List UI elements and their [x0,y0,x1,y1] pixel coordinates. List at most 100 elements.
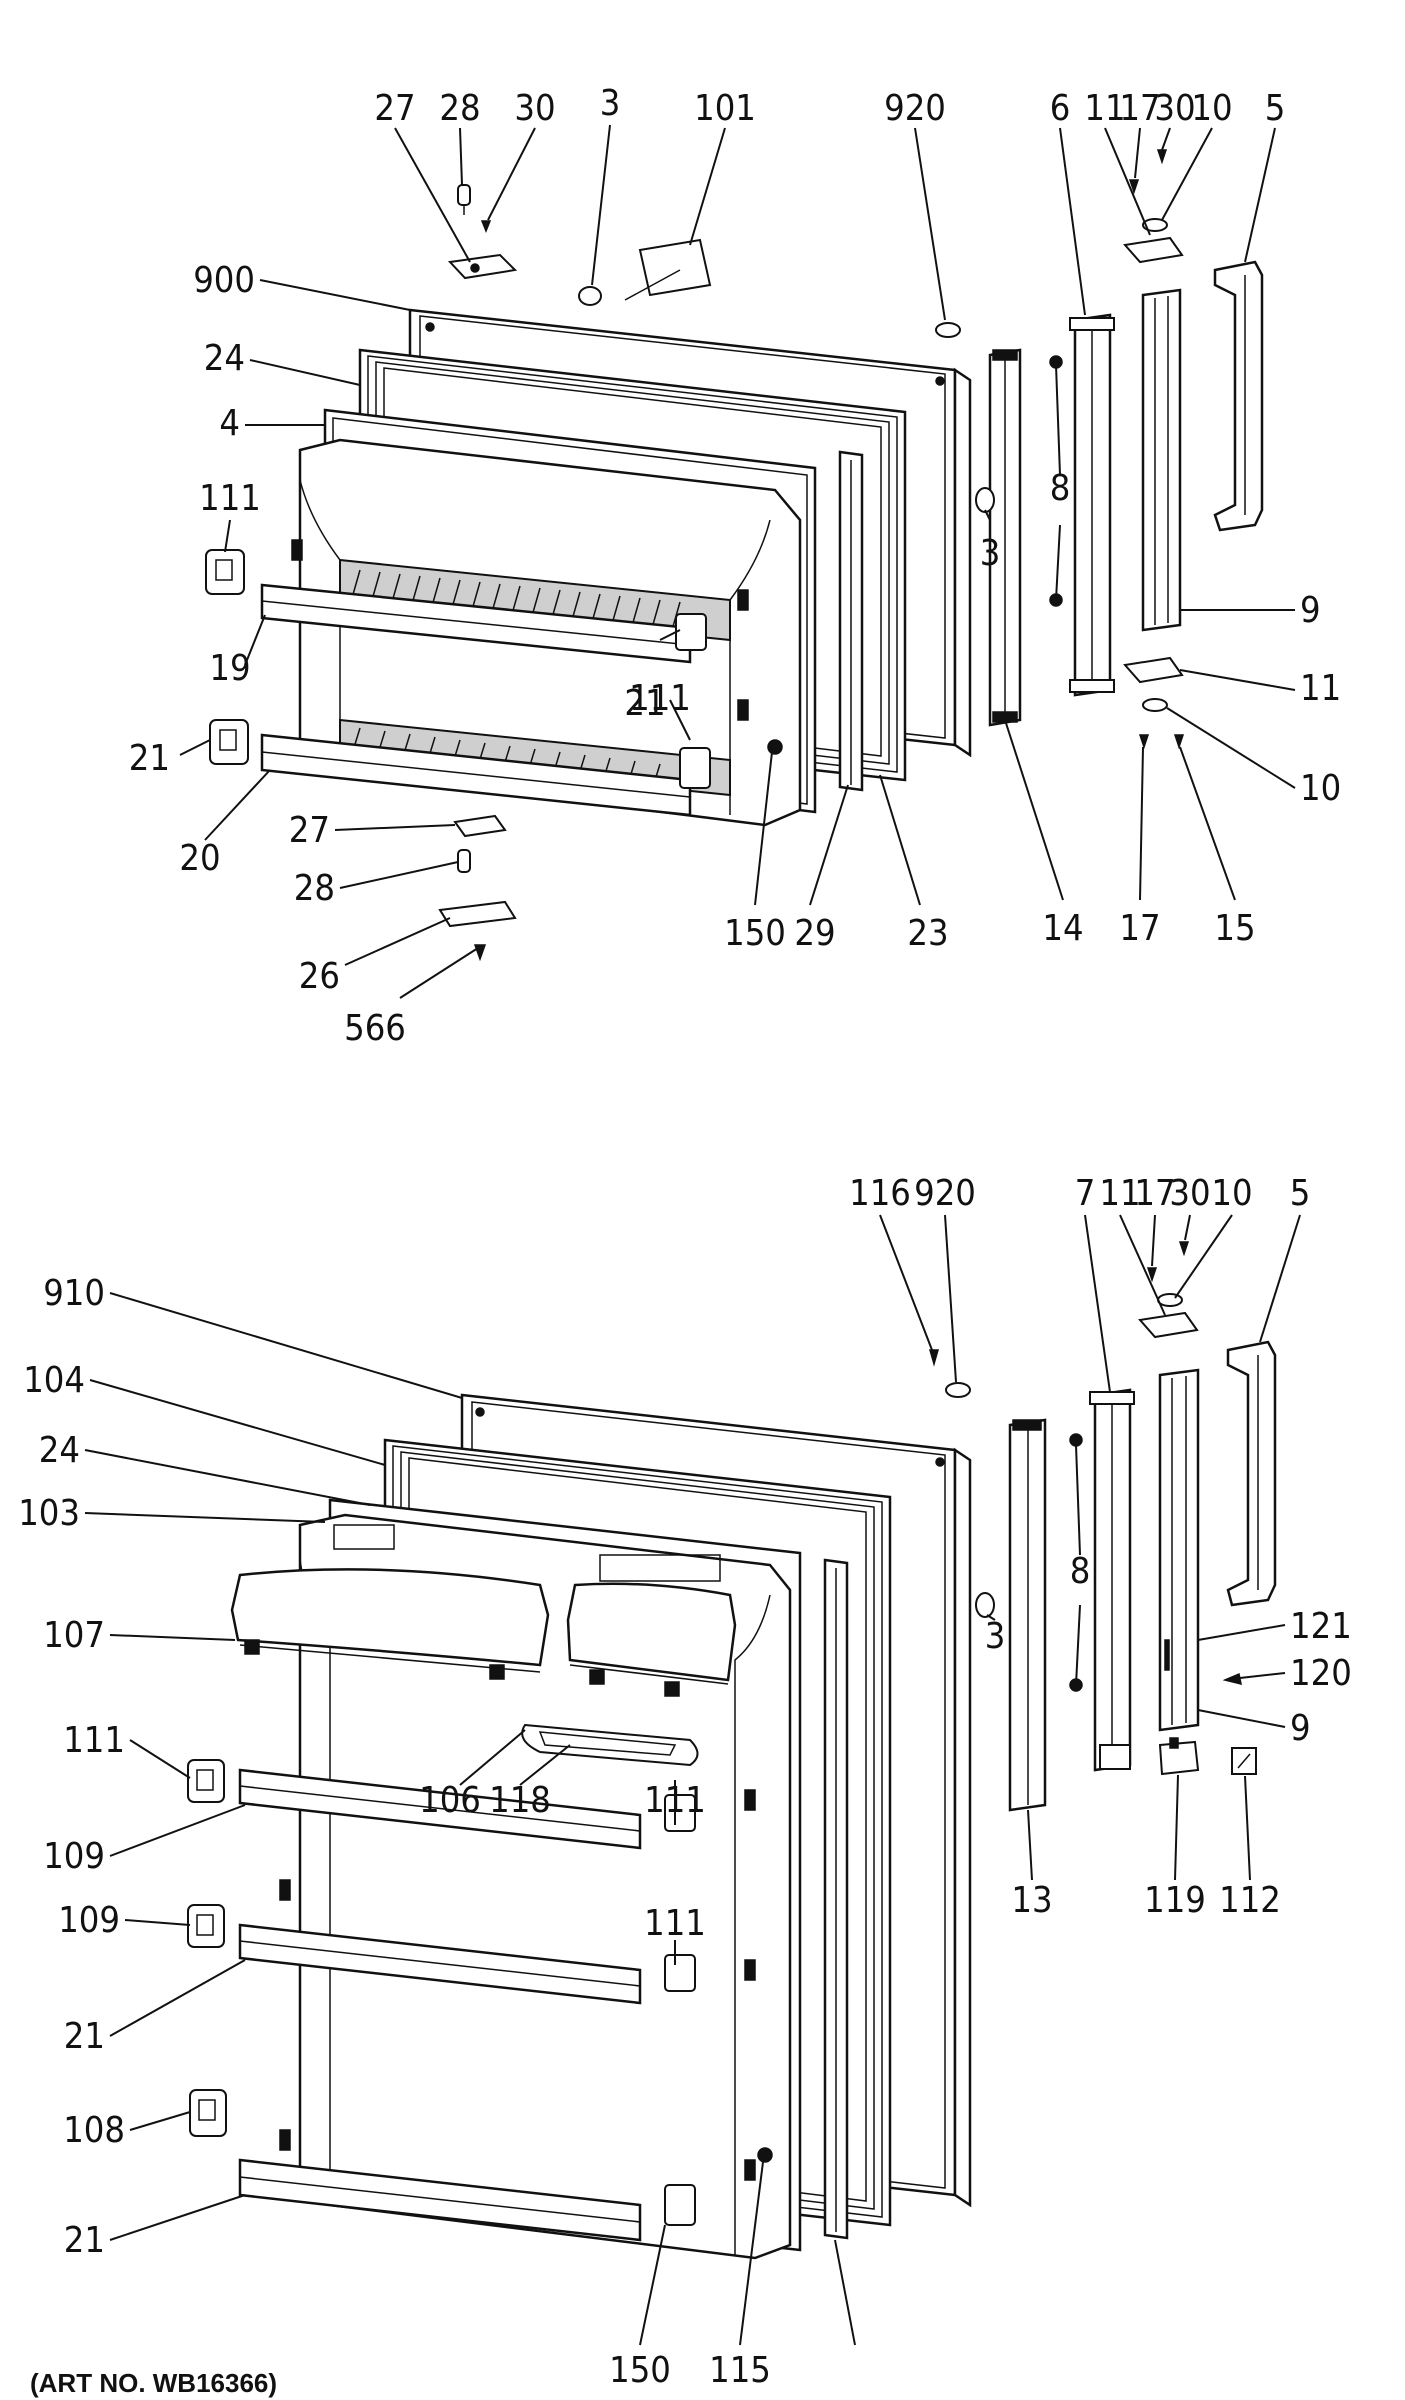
callout-label: 111 [644,1780,706,1821]
callout-label: 118 [489,1780,551,1821]
callout-label: 9 [1290,1708,1311,1749]
callout-label: 21 [64,2220,105,2261]
bracket-111-b [187,1904,225,1948]
callout-label: 7 [1075,1173,1096,1214]
callout-label: 109 [43,1836,105,1877]
cap-11-bottom [1123,656,1184,684]
bracket-111-a [187,1759,225,1803]
cover-13 [1008,1418,1047,1812]
trim-9 [1141,288,1182,632]
callout-label: 120 [1290,1653,1352,1694]
callout-label: 27 [374,88,415,129]
callout-label: 10 [1211,1173,1252,1214]
art-number: (ART NO. WB16366) [30,2368,277,2398]
breaker-strip-29 [838,450,864,792]
plug-920 [935,322,961,338]
plug-3-bottom [975,1592,995,1618]
inner-liner-103 [230,1498,802,2260]
callout-label: 17 [1134,1173,1175,1214]
callout-label: 14 [1042,908,1083,949]
callout-label: 29 [794,913,835,954]
callout-label: 4 [219,403,240,444]
callout-label: 6 [1050,88,1071,129]
washer-10-top [1142,218,1168,232]
callout-label: 30 [514,88,555,129]
callout-label: 104 [23,1360,85,1401]
hinge-pin-28 [457,184,471,215]
inner-liner-4 [260,408,817,827]
screw-150 [767,739,783,755]
hinge-27-top [447,253,518,280]
callout-label: 27 [289,810,330,851]
callout-label: 8 [1070,1551,1091,1592]
freezer-door-assembly [205,149,1264,962]
callout-label: 17 [1119,908,1160,949]
callout-label: 101 [694,88,756,129]
callout-label: 3 [980,533,1001,574]
callout-label: 21 [129,738,170,779]
callout-label: 115 [709,2350,771,2391]
callout-label: 9 [1300,590,1321,631]
callout-label: 900 [193,260,255,301]
callout-label: 103 [18,1493,80,1534]
callout-label: 112 [1219,1880,1281,1921]
callout-label: 111 [629,678,691,719]
callout-label: 10 [1300,768,1341,809]
callout-label: 566 [344,1008,406,1049]
callout-label: 19 [209,648,250,689]
callout-label: 23 [907,913,948,954]
cap-11-bottom-door [1138,1311,1199,1339]
handle-5 [1213,260,1264,532]
freezer-leader-lines [179,124,1296,999]
cover-14 [988,348,1022,727]
callout-label: 24 [39,1430,80,1471]
callout-label: 21 [64,2016,105,2057]
callout-label: 108 [63,2110,125,2151]
bracket-111-left [205,549,245,595]
callout-label: 30 [1169,1173,1210,1214]
bracket-21-left [209,719,249,765]
callout-label: 119 [1144,1880,1206,1921]
callout-label: 11 [1084,88,1125,129]
callout-label: 13 [1011,1880,1052,1921]
callout-label: 910 [43,1273,105,1314]
screw-30-top [480,220,492,234]
callout-label: 106 [419,1780,481,1821]
callout-label: 15 [1214,908,1255,949]
callout-label: 28 [439,88,480,129]
clip-119 [1158,1740,1200,1776]
hinge-pin-28-bottom [457,849,471,873]
callout-label: 24 [204,338,245,379]
washer-10-bottom [1142,698,1168,712]
screw-120 [1222,1672,1242,1686]
fresh-food-leader-lines [84,1214,1301,2346]
callout-label: 5 [1290,1173,1311,1214]
callout-label: 111 [199,478,261,519]
callout-label: 116 [849,1173,911,1214]
callout-label: 150 [724,913,786,954]
callout-label: 121 [1290,1606,1352,1647]
callout-label: 11 [1099,1173,1140,1214]
screw-150-bottom [757,2147,773,2163]
callout-label: 10 [1191,88,1232,129]
plug-3 [578,286,602,306]
callout-label: 17 [1119,88,1160,129]
callout-label: 8 [1050,468,1071,509]
screw-116 [929,1349,939,1367]
hinge-26 [438,900,517,928]
callout-label: 28 [294,868,335,909]
mount-7 [1069,1388,1135,1772]
callout-label: 11 [1300,668,1341,709]
callout-label: 26 [299,956,340,997]
callout-label: 3 [985,1616,1006,1657]
callout-label: 920 [914,1173,976,1214]
callout-label: 30 [1154,88,1195,129]
callout-label: 111 [63,1720,125,1761]
callout-label: 107 [43,1615,105,1656]
callout-label: 3 [600,83,621,124]
handle-5-bottom [1226,1340,1277,1607]
breaker-strip-115 [823,1558,849,2240]
